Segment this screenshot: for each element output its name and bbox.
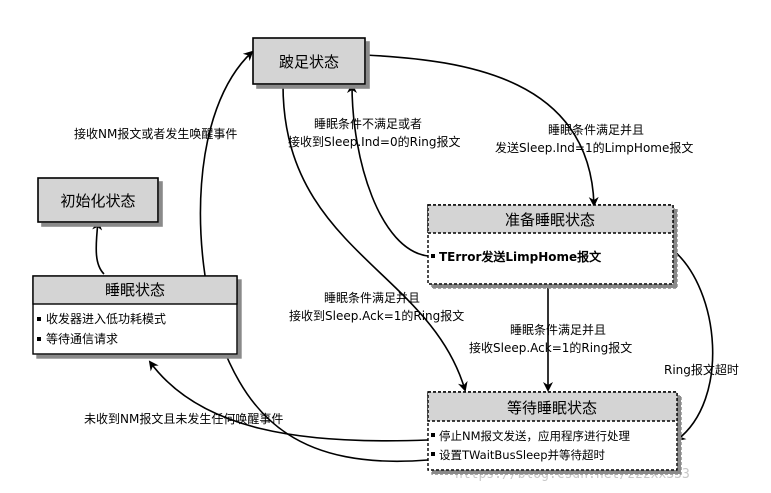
arrow-ring-timeout [672,249,714,442]
state-sleep: 睡眠状态 收发器进入低功耗模式 等待通信请求 [32,275,238,355]
state-prepare-sleep-item: TError发送LimpHome报文 [439,249,602,264]
state-wait-sleep-item: 设置TWaitBusSleep并等待超时 [439,448,606,462]
label-limp-to-wait-1: 睡眠条件满足并且 [324,291,420,305]
arrow-wait-to-sleep [148,360,429,442]
state-limp-home-title: 跛足状态 [279,53,339,71]
label-prepare-to-wait-1: 睡眠条件满足并且 [510,323,606,337]
state-limp-home: 跛足状态 [252,37,366,85]
arrow-wake-to-limp-home [199,50,429,462]
label-prepare-to-wait-2: 接收Sleep.Ack=1的Ring报文 [469,340,632,355]
label-back-to-limp-2: 接收到Sleep.Ind=0的Ring报文 [288,134,461,149]
state-wait-sleep-item: 停止NM报文发送，应用程序进行处理 [439,429,631,443]
state-sleep-item: 等待通信请求 [46,332,118,346]
state-sleep-title: 睡眠状态 [105,281,165,299]
state-sleep-item: 收发器进入低功耗模式 [46,311,166,326]
arrow-limp-to-prepare [364,54,599,207]
state-wait-sleep-title: 等待睡眠状态 [507,399,597,417]
arrow-limp-to-wait [282,84,468,392]
state-prepare-sleep: 准备睡眠状态 TError发送LimpHome报文 [427,204,674,285]
state-wait-sleep: 等待睡眠状态 停止NM报文发送，应用程序进行处理 设置TWaitBusSleep… [427,391,678,471]
label-to-prepare-2: 发送Sleep.Ind=1的LimpHome报文 [495,140,693,155]
label-wake-event: 接收NM报文或者发生唤醒事件 [74,126,237,141]
state-init-title: 初始化状态 [60,192,135,210]
label-back-to-limp-1: 睡眠条件不满足或者 [314,117,422,131]
label-ring-timeout: Ring报文超时 [664,362,739,377]
label-to-sleep: 未收到NM报文且未发生任何唤醒事件 [84,411,283,426]
arrow-prepare-to-limp [347,83,429,257]
state-prepare-sleep-title: 准备睡眠状态 [505,211,595,229]
state-init: 初始化状态 [37,177,159,223]
label-to-prepare-1: 睡眠条件满足并且 [548,123,644,137]
label-limp-to-wait-2: 接收到Sleep.Ack=1的Ring报文 [289,308,464,323]
watermark: https://blog.csdn.net/zzzxx333 [455,467,690,482]
arrow-sleep-to-init [92,220,105,275]
